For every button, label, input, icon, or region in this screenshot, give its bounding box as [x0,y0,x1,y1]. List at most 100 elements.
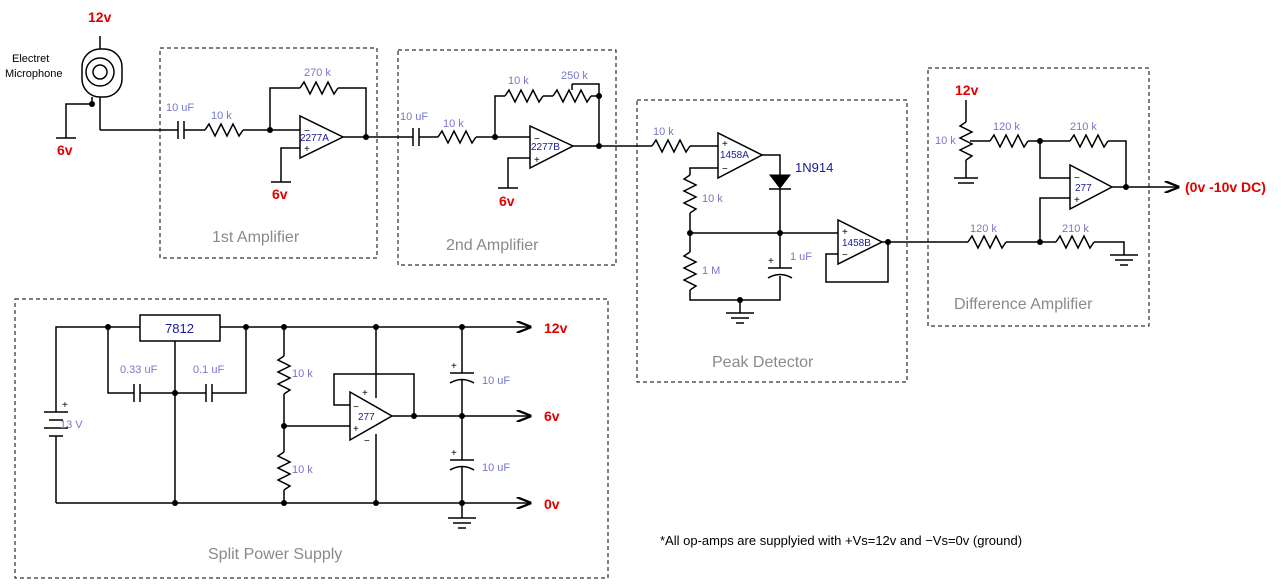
ground-symbol [448,517,476,529]
wire [333,373,415,416]
ps-r1-resistor [276,355,292,395]
a2-pot-resistor [552,88,592,104]
mic-ground-wire [65,103,92,138]
a2-rin-label: 10 k [443,118,464,130]
plus-sign: + [304,144,310,155]
pd-rin-label: 10 k [653,126,674,138]
wire [1039,141,1070,179]
wire [1039,197,1070,242]
mic-label-line1: Electret [12,53,49,65]
da-pot-resistor [958,121,974,161]
pd-rin-resistor [651,138,691,154]
plus-sign: + [534,155,540,166]
da-r2-resistor [967,234,1007,250]
ps-12v-label: 12v [544,320,568,336]
pd-r2-label: 1 M [702,265,720,277]
wire [689,167,718,175]
plus-sign: + [362,388,368,399]
plus-sign: + [451,448,457,459]
ground-symbol [726,300,754,324]
pd-opamp2-label: 1458B [842,238,871,249]
a1-rf-label: 270 k [304,67,331,79]
minus-sign: − [722,164,728,175]
da-pot-label: 10 k [935,135,956,147]
pd-diode [768,174,792,190]
wire [280,147,300,182]
plus-sign: + [62,400,68,411]
minus-sign: − [1074,173,1080,184]
amp1-title: 1st Amplifier [212,229,300,246]
ps-regulator [139,314,221,342]
da-rf-resistor [1069,133,1109,149]
pd-r2-resistor [682,251,698,291]
microphone-symbol [81,36,123,130]
a2-rin-resistor [437,129,477,145]
mic-label-line2: Microphone [5,68,62,80]
a1-rf-resistor [299,80,339,96]
a1-6v-label: 6v [272,186,288,202]
power-supply-title: Split Power Supply [208,546,342,563]
da-r1-resistor [989,133,1029,149]
peak-detector-title: Peak Detector [712,354,814,371]
junction-dot [172,390,178,396]
junction-dot [411,413,417,419]
pd-opamp1-label: 1458A [720,150,749,161]
a1-opamp [299,114,345,160]
wire [107,327,134,394]
plus-sign: + [353,424,359,435]
minus-sign: − [534,134,540,145]
a2-opamp [529,124,575,170]
ps-cap1-label: 10 uF [482,375,510,387]
pd-cap-label: 1 uF [790,251,812,263]
footnote: *All op-amps are supplyied with +Vs=12v … [660,533,1022,548]
junction-dot [172,500,178,506]
amp2-box [397,49,617,266]
pd-capacitor [767,267,793,279]
wire [1108,140,1127,187]
da-opamp [1069,163,1114,211]
a2-capacitor-symbol [412,128,420,146]
ps-c2-capacitor [205,384,213,402]
a1-rin-label: 10 k [211,110,232,122]
power-supply-box [14,298,609,579]
pd-r1-label: 10 k [702,193,723,205]
ps-r2-resistor [276,451,292,491]
ps-batt-label: 13 V [60,419,83,431]
ps-cap2 [449,459,475,471]
mic-6v-label: 6v [57,142,73,158]
pd-opamp1 [717,131,764,180]
diff-12v-label: 12v [955,82,979,98]
pd-opamp2 [837,218,884,266]
a2-pot-label: 250 k [561,70,588,82]
minus-sign: − [353,402,359,413]
wire [55,326,140,403]
amp2-title: 2nd Amplifier [446,237,539,254]
wire [338,87,367,137]
wire [825,242,889,283]
wire [572,83,600,96]
ps-c1-label: 0.33 uF [120,364,158,376]
junction-dot [596,93,602,99]
wire [1094,241,1125,255]
plus-sign: + [842,227,848,238]
junction-dot [89,101,95,107]
ps-cap2-label: 10 uF [482,462,510,474]
minus-sign: − [304,126,310,137]
ps-r1-label: 10 k [292,368,313,380]
a1-cap-label: 10 uF [166,102,194,114]
junction-dot [885,239,891,245]
plus-sign: + [1074,195,1080,206]
junction-dot [596,143,602,149]
wire [507,157,530,188]
da-rg-resistor [1055,234,1095,250]
wire [494,95,505,137]
a2-rf-resistor [504,88,544,104]
ps-opamp [349,390,394,442]
da-r2-label: 120 k [970,223,997,235]
wire [269,87,300,130]
a2-opamp-label: 2277B [531,142,560,153]
diff-amp-box [927,67,1150,327]
peak-detector-box [636,99,908,383]
